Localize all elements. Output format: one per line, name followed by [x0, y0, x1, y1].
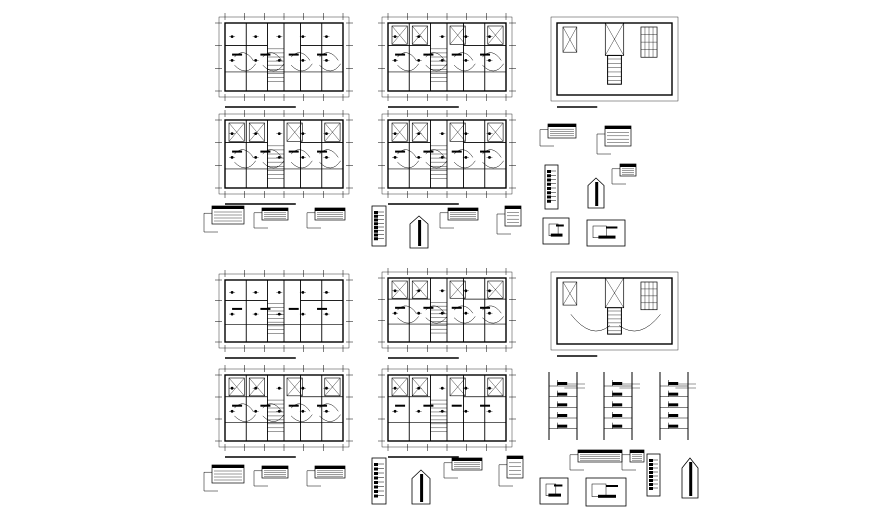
legend-table-b	[253, 207, 289, 229]
roof-plan-electrical-1	[550, 16, 679, 108]
riser-detail-a	[371, 205, 387, 247]
riser-schedule-c	[659, 372, 696, 440]
floor-plan-electrical-2	[378, 13, 516, 108]
legend-table-l	[443, 457, 483, 479]
riser-detail-c	[371, 457, 387, 505]
detail-panel-b	[586, 219, 626, 247]
legend-table-o	[621, 449, 645, 471]
legend-table-a	[203, 205, 245, 233]
tag-detail-d	[681, 457, 699, 499]
tag-detail-a	[409, 215, 429, 249]
riser-detail-b	[544, 164, 559, 210]
tag-detail-b	[587, 177, 605, 209]
legend-table-f	[539, 123, 577, 147]
floor-plan-lighting-2	[378, 268, 516, 359]
legend-table-c	[306, 207, 346, 229]
floor-plan-electrical-3	[215, 110, 353, 205]
riser-detail-d	[646, 453, 661, 497]
legend-table-n	[569, 449, 623, 471]
riser-schedule-b	[603, 372, 640, 440]
legend-table-h	[611, 163, 637, 185]
legend-table-j	[253, 465, 289, 487]
legend-table-d	[439, 207, 479, 229]
legend-table-i	[203, 464, 245, 492]
floor-plan-lighting-4	[378, 365, 516, 458]
legend-table-m	[498, 455, 524, 487]
detail-panel-d	[585, 477, 627, 507]
tag-detail-c	[411, 469, 431, 505]
legend-table-e	[496, 205, 522, 235]
riser-schedule-a	[548, 372, 585, 440]
floor-plan-electrical-4	[378, 110, 516, 205]
floor-plan-lighting-3	[215, 365, 353, 458]
floor-plan-electrical-1	[215, 13, 353, 108]
legend-table-g	[596, 125, 632, 155]
detail-panel-c	[539, 477, 569, 505]
legend-table-k	[306, 465, 346, 487]
detail-panel-a	[542, 217, 570, 245]
roof-plan-lighting-1	[550, 271, 679, 357]
floor-plan-lighting-1	[215, 270, 353, 359]
